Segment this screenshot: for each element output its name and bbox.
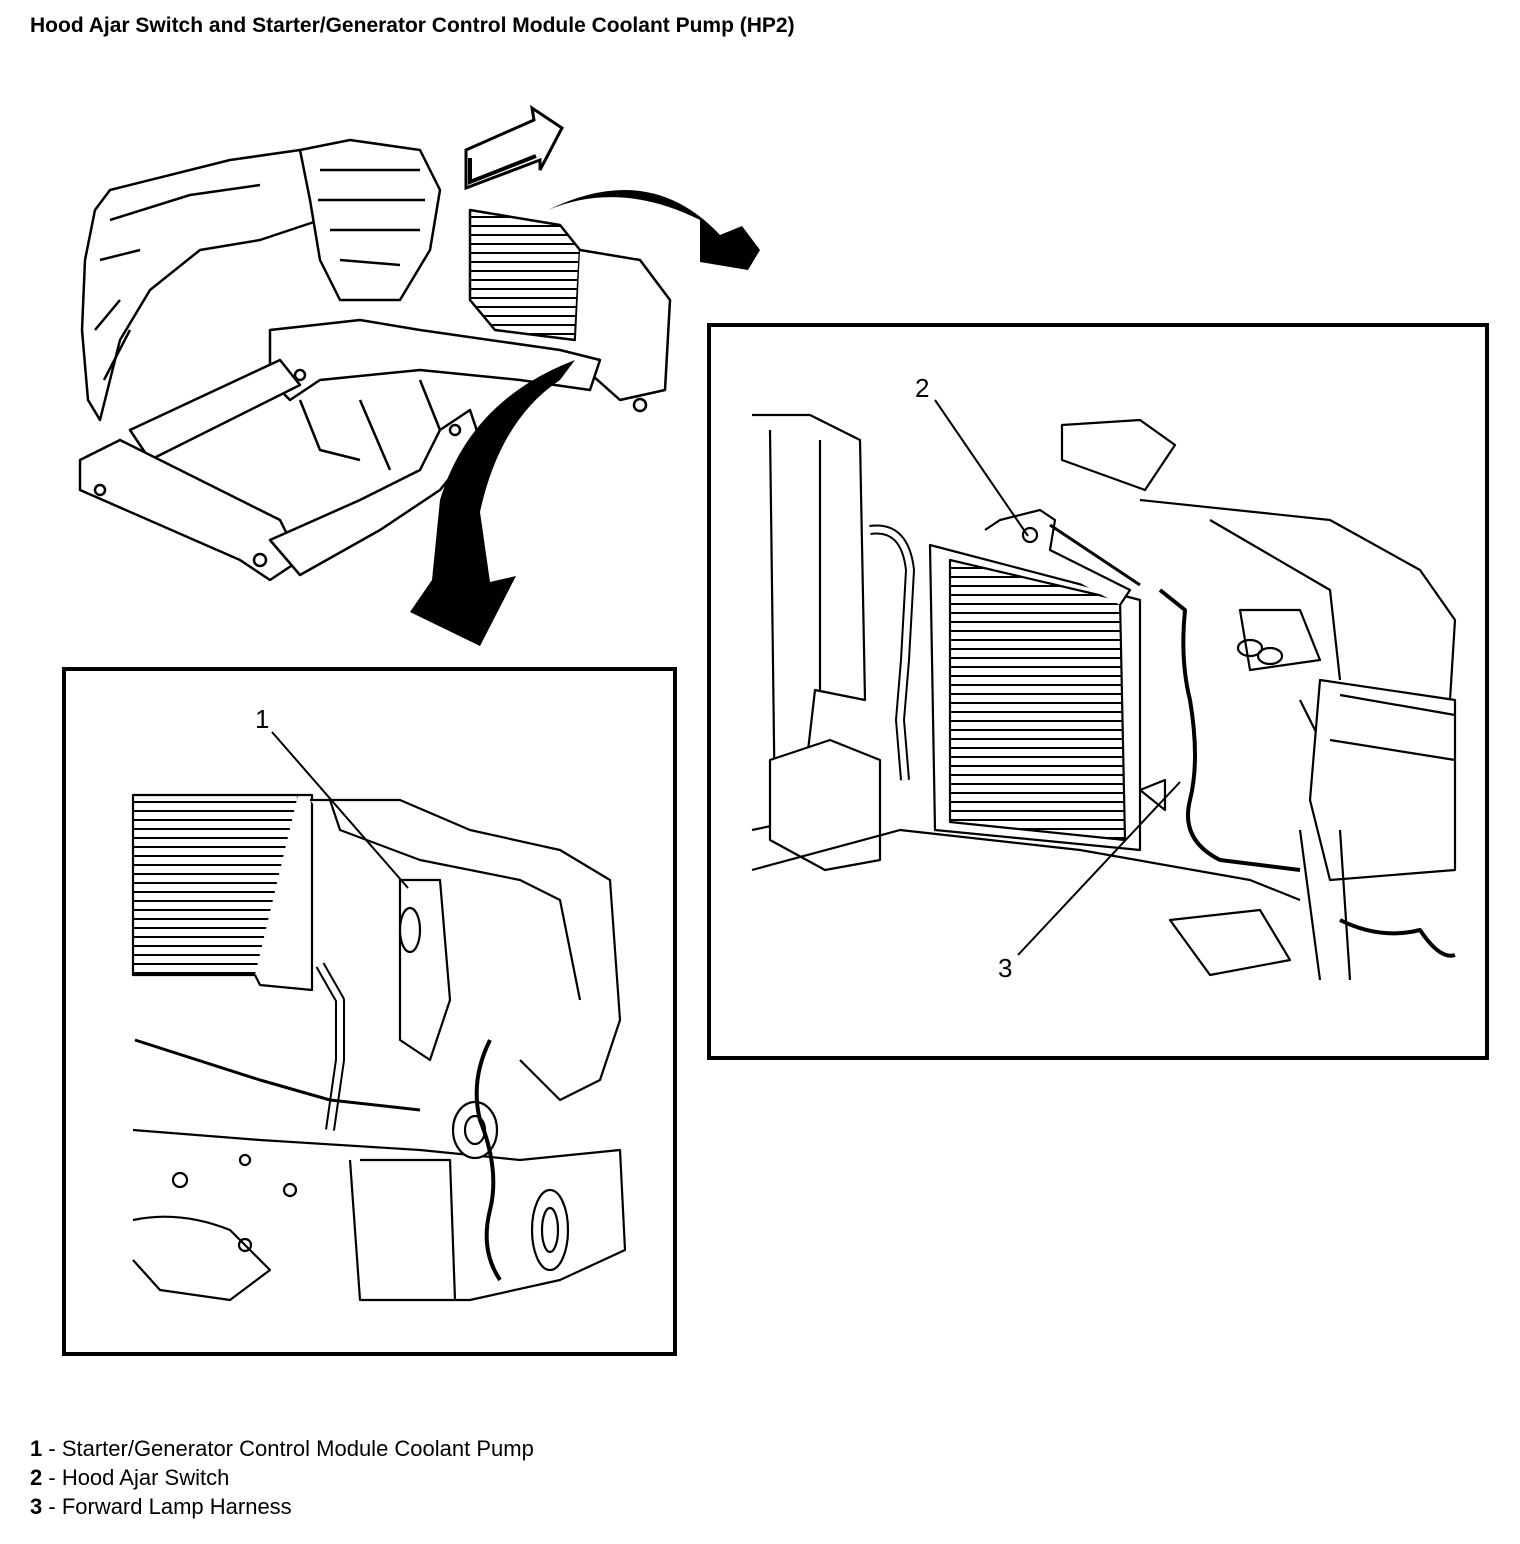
rotate-arrow-icon bbox=[410, 360, 575, 646]
legend-number: 3 bbox=[30, 1494, 43, 1519]
direction-arrow-icon bbox=[464, 104, 564, 191]
legend: 1 - Starter/Generator Control Module Coo… bbox=[30, 1434, 534, 1521]
callout-3-leader bbox=[1017, 781, 1181, 956]
legend-item: 2 - Hood Ajar Switch bbox=[30, 1463, 534, 1492]
legend-item: 3 - Forward Lamp Harness bbox=[30, 1492, 534, 1521]
legend-separator: - bbox=[42, 1465, 62, 1490]
legend-label: Hood Ajar Switch bbox=[61, 1465, 230, 1490]
vehicle-frame-overview bbox=[78, 138, 672, 582]
legend-label: Forward Lamp Harness bbox=[61, 1494, 292, 1519]
callout-1-leader bbox=[271, 731, 409, 889]
callout-1-number: 1 bbox=[255, 704, 269, 734]
legend-separator: - bbox=[42, 1494, 62, 1519]
callout-3-number: 3 bbox=[998, 953, 1012, 983]
callout-2-number: 2 bbox=[915, 373, 929, 403]
legend-item: 1 - Starter/Generator Control Module Coo… bbox=[30, 1434, 534, 1463]
legend-separator: - bbox=[42, 1436, 62, 1461]
callout-2-leader bbox=[934, 399, 1029, 537]
page-title: Hood Ajar Switch and Starter/Generator C… bbox=[30, 14, 795, 37]
detail-view-right bbox=[751, 413, 1457, 981]
legend-label: Starter/Generator Control Module Coolant… bbox=[61, 1436, 534, 1461]
rotate-arrow-icon bbox=[548, 190, 760, 270]
detail-view-left bbox=[131, 793, 627, 1302]
legend-number: 2 bbox=[30, 1465, 43, 1490]
legend-number: 1 bbox=[30, 1436, 43, 1461]
